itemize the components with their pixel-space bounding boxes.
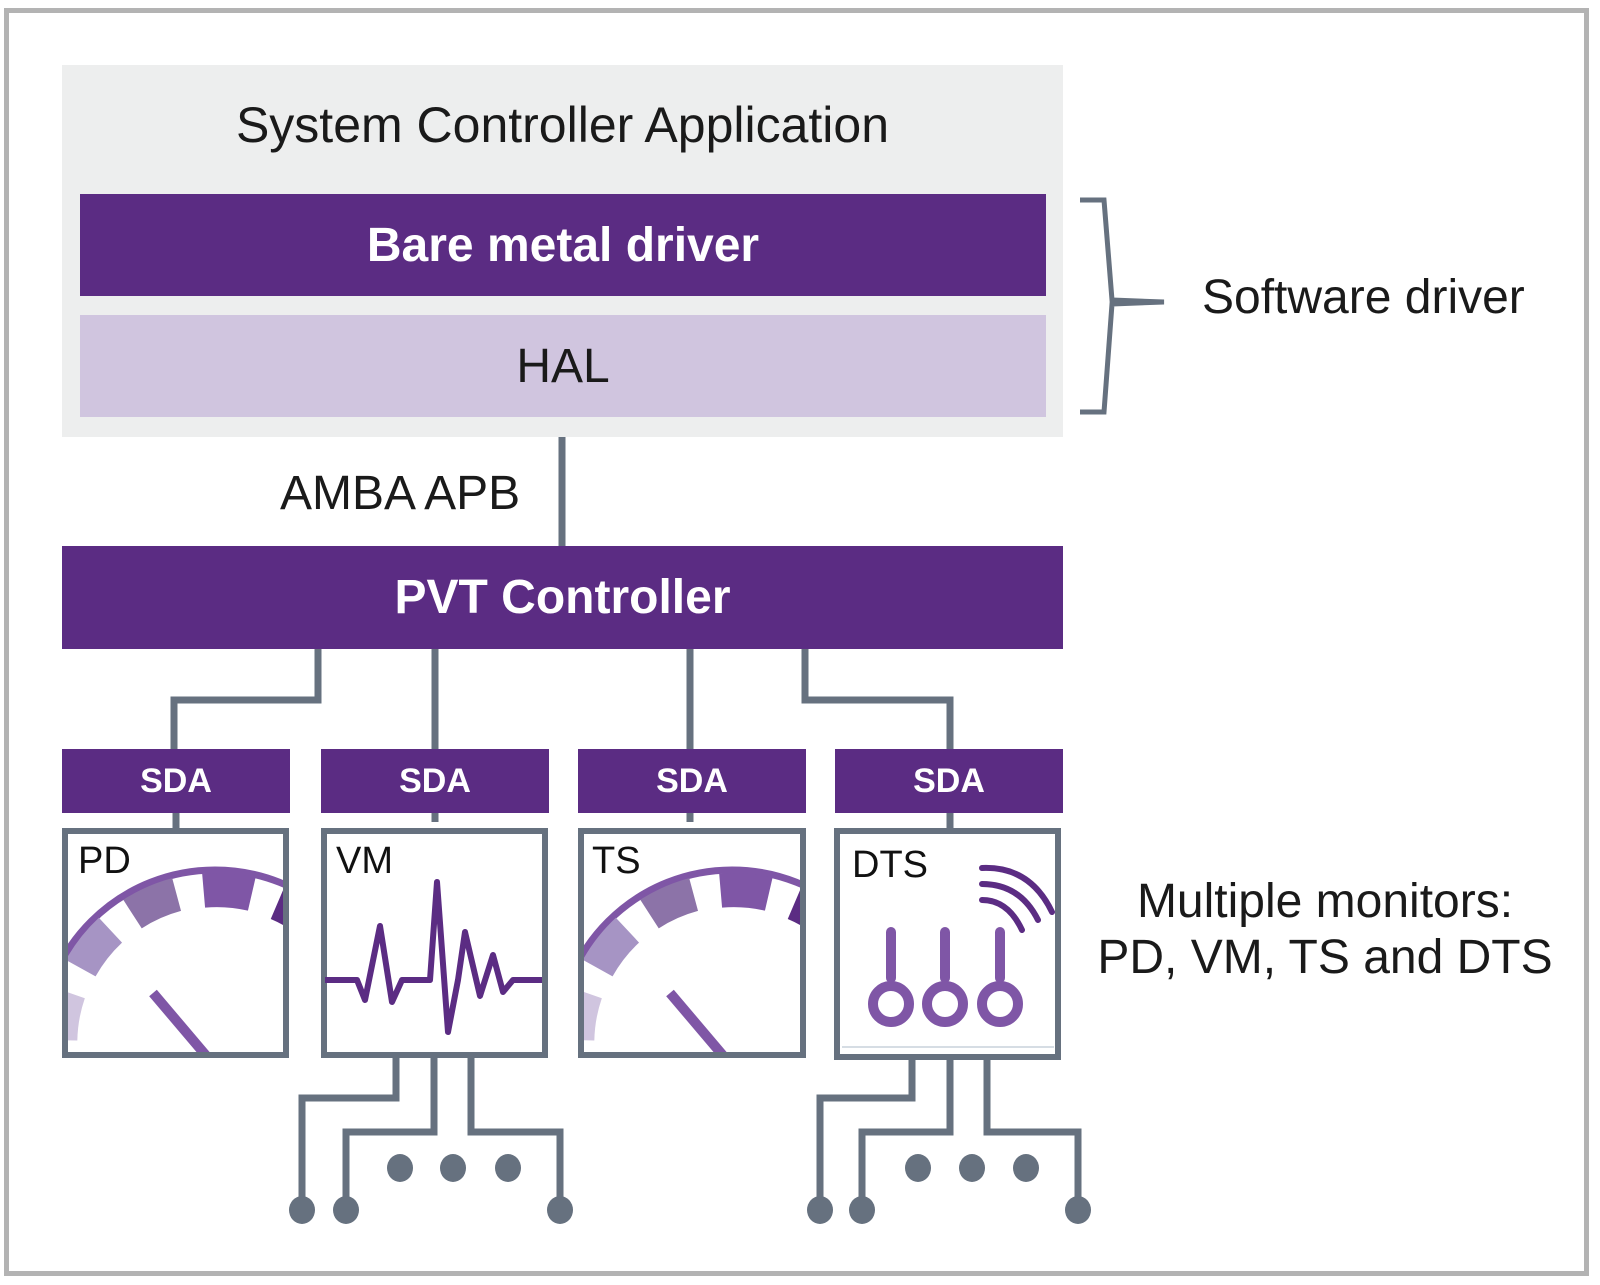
- pin-dot: [289, 1196, 315, 1224]
- vm-pin-1: [298, 1058, 400, 1210]
- monitors-caption-line1: Multiple monitors:: [1136, 875, 1514, 928]
- ellipsis-dot: [905, 1154, 931, 1182]
- monitors-caption-line2: PD, VM, TS and DTS: [1097, 931, 1553, 984]
- vm-pin-3: [467, 1058, 564, 1210]
- monitor-label-pd: PD: [78, 840, 131, 882]
- amba-apb-label: AMBA APB: [280, 467, 521, 520]
- waveform-icon: [325, 879, 542, 1035]
- connectors: [170, 197, 1165, 1210]
- pin-dot: [547, 1196, 573, 1224]
- connector-pd: [170, 649, 322, 749]
- ellipsis-dot: [387, 1154, 413, 1182]
- sda-block-vm: SDA: [321, 749, 549, 813]
- monitors-caption: Multiple monitors: PD, VM, TS and DTS: [1090, 874, 1560, 986]
- system-controller-application-title: System Controller Application: [235, 97, 890, 153]
- hal-layer: HAL: [80, 315, 1046, 417]
- software-driver-label: Software driver: [1202, 271, 1525, 324]
- monitor-label-vm: VM: [336, 840, 393, 882]
- signal-icon: [979, 864, 1055, 933]
- ellipsis-dot: [1013, 1154, 1039, 1182]
- ellipsis-dot: [440, 1154, 466, 1182]
- software-driver-bracket: [1080, 197, 1165, 415]
- ellipsis-dot: [959, 1154, 985, 1182]
- sda-block-pd: SDA: [62, 749, 290, 813]
- thermometers-signal-icon: [842, 864, 1055, 1048]
- sda-block-dts: SDA: [835, 749, 1063, 813]
- pin-dot: [807, 1196, 833, 1224]
- bare-metal-driver-layer: Bare metal driver: [80, 194, 1046, 296]
- monitor-label-dts: DTS: [852, 844, 928, 886]
- thermometer-icon: [868, 927, 1023, 1027]
- dts-pin-1: [816, 1058, 916, 1210]
- dts-pin-3: [983, 1058, 1082, 1210]
- vm-pin-2: [342, 1058, 438, 1210]
- connector-dts: [801, 649, 954, 749]
- pin-dot: [1065, 1196, 1091, 1224]
- pvt-controller-block: PVT Controller: [62, 546, 1063, 649]
- monitor-label-ts: TS: [592, 840, 641, 882]
- ellipsis-dot: [495, 1154, 521, 1182]
- dts-pin-2: [858, 1058, 954, 1210]
- pin-dot: [849, 1196, 875, 1224]
- pin-dots: [289, 1154, 1091, 1224]
- pin-dot: [333, 1196, 359, 1224]
- sda-block-ts: SDA: [578, 749, 806, 813]
